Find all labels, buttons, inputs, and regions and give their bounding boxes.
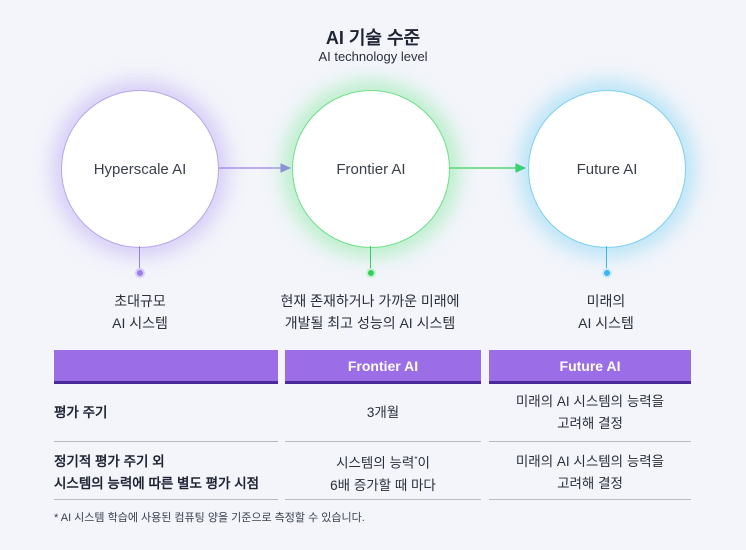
connector-hyperscale [139,246,140,272]
stage-frontier-circle: Frontier AI [292,90,450,248]
marker-dot-hyperscale [135,268,145,278]
stage-hyperscale-circle: Hyperscale AI [61,90,219,248]
table-header-empty [54,350,278,384]
row1-frontier-value: 3개월 [366,405,400,420]
table-bottom-line [489,499,691,500]
row-label-eval-cycle: 평가 주기 [54,405,108,420]
stage-future-circle: Future AI [528,90,686,248]
row2-frontier-value: 시스템의 능력*이 6배 증가할 때 마다 [330,455,436,493]
marker-dot-frontier [366,268,376,278]
connector-frontier [370,246,371,272]
footnote: * AI 시스템 학습에 사용된 컴퓨팅 양을 기준으로 측정할 수 있습니다. [54,512,365,524]
connector-future [606,246,607,272]
diagram-subtitle: AI technology level [318,49,428,64]
row-divider [285,441,481,442]
table-bottom-line [285,499,481,500]
diagram-title: AI 기술 수준 [325,28,421,48]
row-divider [54,441,278,442]
table-bottom-line [54,499,278,500]
row-divider [489,441,691,442]
marker-dot-future [602,268,612,278]
table-header-future: Future AI [489,350,691,384]
table-header-frontier: Frontier AI [285,350,481,384]
